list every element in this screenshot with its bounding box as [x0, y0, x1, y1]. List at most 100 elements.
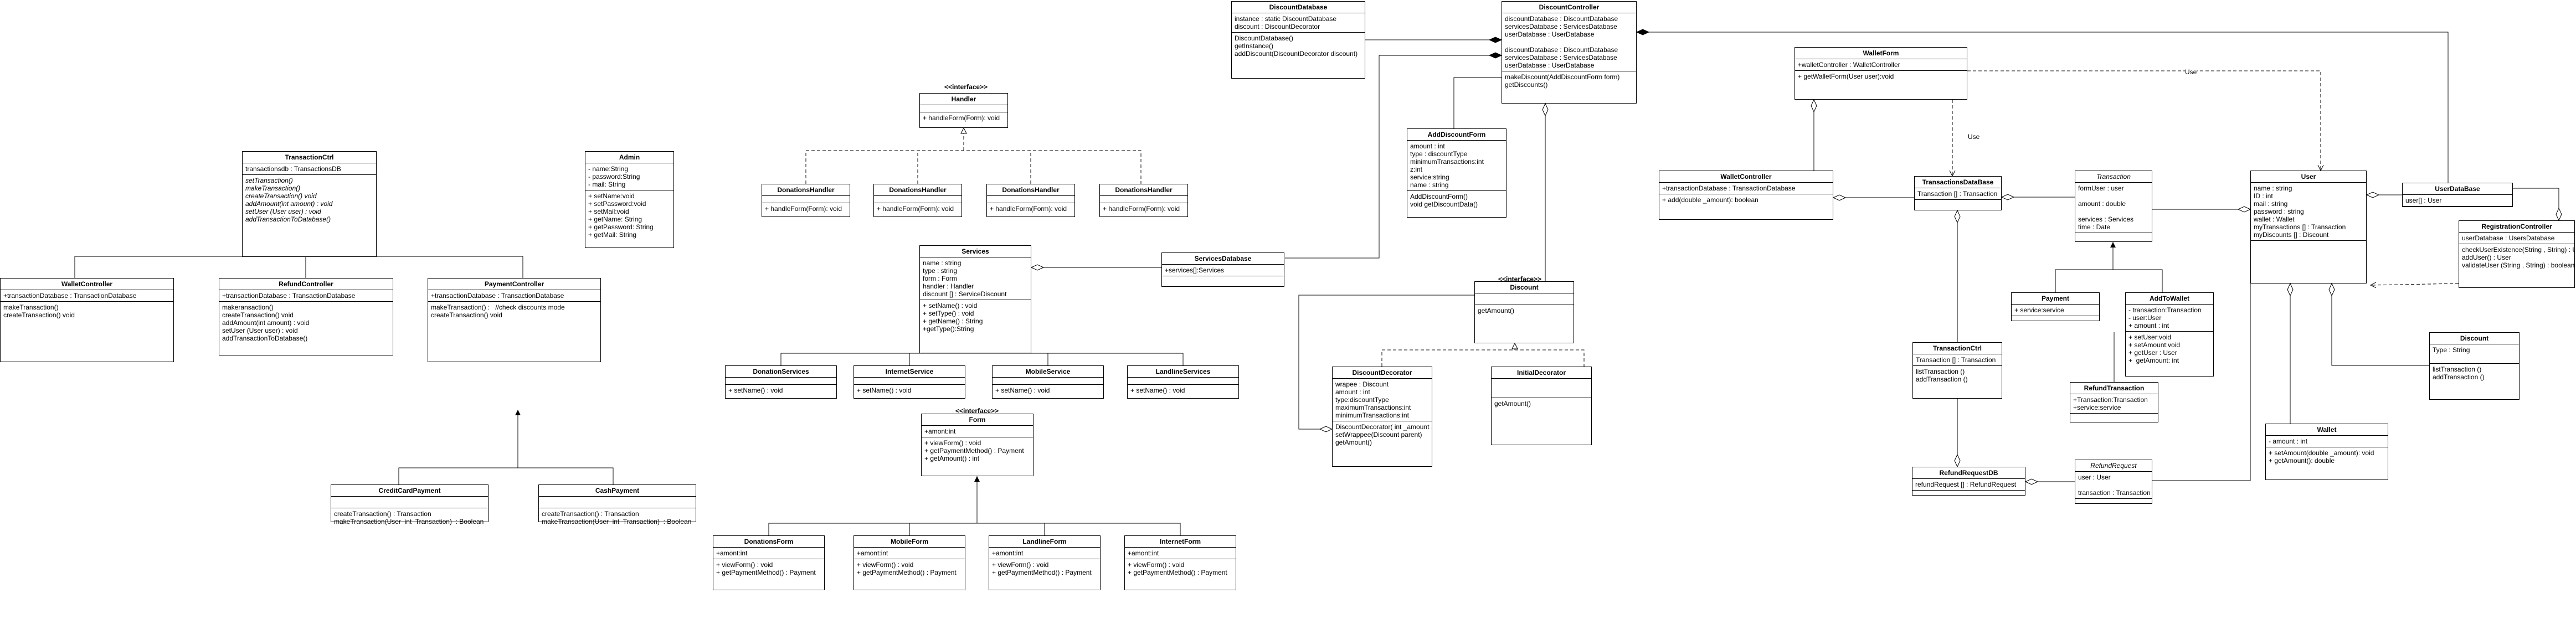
- class-name: DonationsHandler: [874, 184, 961, 196]
- method: + handleForm(Form): void: [877, 205, 954, 213]
- class-donations-handler2[interactable]: DonationsHandler + handleForm(Form): void: [873, 184, 962, 217]
- class-refund-transaction[interactable]: RefundTransaction+Transaction:Transactio…: [2070, 382, 2158, 422]
- method: AddDiscountForm(): [1410, 193, 1468, 200]
- method: createTransaction() : Transaction: [542, 510, 639, 518]
- attribute: discount [] : ServiceDiscount: [923, 290, 1007, 298]
- attribute: form : Form: [923, 275, 957, 282]
- class-donation-services[interactable]: DonationServices+ setName() : void: [725, 365, 837, 399]
- attribute: wallet : Wallet: [2254, 215, 2295, 223]
- class-form[interactable]: Form+amont:int+ viewForm() : void+ getPa…: [921, 414, 1034, 476]
- class-internet-form[interactable]: InternetForm+amont:int+ viewForm() : voi…: [1124, 535, 1236, 590]
- class-name: DiscountController: [1502, 2, 1636, 13]
- class-methods: makeTransaction()createTransaction() voi…: [1, 302, 173, 321]
- class-wallet-form[interactable]: WalletForm+walletController : WalletCont…: [1795, 47, 1967, 100]
- attribute: ID : int: [2254, 192, 2273, 200]
- class-methods: + handleForm(Form): void: [987, 203, 1074, 214]
- method: getAmount(): [1478, 307, 1515, 314]
- class-methods: + add(double _amount): boolean: [1659, 194, 1833, 205]
- method: [2078, 235, 2149, 243]
- class-methods: makeTransaction() : //check discounts mo…: [428, 302, 600, 321]
- connector: [780, 353, 1184, 365]
- method: DiscountDecorator( int _amount ,: [1335, 423, 1432, 431]
- class-donations-handler4[interactable]: DonationsHandler+ handleForm(Form): void: [1099, 184, 1188, 217]
- class-landline-services[interactable]: LandlineServices+ setName() : void: [1127, 365, 1239, 399]
- class-name: DiscountDatabase: [1232, 2, 1365, 13]
- class-name: LandlineForm: [989, 536, 1100, 548]
- class-services-database[interactable]: ServicesDatabase+services[]:Services: [1161, 252, 1284, 287]
- class-payment[interactable]: Payment+ service:service: [2011, 292, 2100, 321]
- class-name: DonationsForm: [713, 536, 824, 548]
- class-admin[interactable]: Admin- name:String- password:String- mai…: [585, 151, 674, 248]
- class-attributes: [1128, 378, 1238, 385]
- attribute: myTransactions [] : Transaction: [2254, 223, 2346, 231]
- method: makeTransaction(User int Transaction) : …: [334, 518, 484, 525]
- class-wallet-controller[interactable]: WalletController+transactionDatabase : T…: [1659, 171, 1833, 220]
- class-refund-controller[interactable]: RefundController+transactionDatabase : T…: [219, 278, 393, 355]
- method: + viewForm() : void: [924, 439, 981, 447]
- class-name: DonationsHandler: [762, 184, 850, 196]
- class-name: RegistrationController: [2459, 221, 2574, 233]
- method: validateUser (String , String) : boolean: [2462, 261, 2574, 269]
- class-landline-form[interactable]: LandlineForm+amont:int+ viewForm() : voi…: [989, 535, 1101, 590]
- attribute: discountDatabase : DiscountDatabase: [1505, 15, 1618, 23]
- method: addTransactionToDatabase(): [222, 334, 308, 342]
- attribute: [2078, 481, 2149, 489]
- method: addTransaction (): [1916, 375, 1968, 383]
- attribute: [542, 498, 693, 506]
- attribute: [2078, 192, 2149, 200]
- class-wallet-controller2[interactable]: WalletController+transactionDatabase : T…: [0, 278, 174, 362]
- class-attributes: [987, 196, 1074, 203]
- class-mobile-form[interactable]: MobileForm+amont:int+ viewForm() : void+…: [853, 535, 965, 590]
- class-wallet[interactable]: Wallet- amount : int+ setAmount(double _…: [2265, 424, 2388, 480]
- class-payment-controller[interactable]: PaymentController+transactionDatabase : …: [428, 278, 601, 362]
- class-donations-form[interactable]: DonationsForm+amont:int+ viewForm() : vo…: [713, 535, 825, 590]
- class-attributes: user[] : User: [2403, 195, 2512, 207]
- class-add-to-wallet[interactable]: AddToWallet- transaction:Transaction- us…: [2125, 292, 2214, 377]
- method: + setMail:void: [588, 208, 629, 215]
- class-methods: + setUser:void+ setAmount:void+ getUser …: [2126, 332, 2213, 366]
- method: makeTransaction() : //check discounts mo…: [431, 303, 565, 311]
- attribute: +walletController : WalletController: [1798, 61, 1900, 69]
- class-donations-handler3[interactable]: DonationsHandler+ handleForm(Form): void: [986, 184, 1075, 217]
- class-donations-handler1[interactable]: DonationsHandler+ handleForm(Form): void: [762, 184, 850, 217]
- class-mobile-service[interactable]: MobileService+ setName() : void: [992, 365, 1104, 399]
- attribute: userDatabase : UsersDatabase: [2462, 234, 2555, 242]
- class-methods: listTransaction ()addTransaction (): [2430, 364, 2519, 383]
- class-name: InternetForm: [1125, 536, 1236, 548]
- class-methods: + setName:void+ setPassword:void+ setMai…: [585, 190, 673, 240]
- class-internet-service[interactable]: InternetService+ setName() : void: [853, 365, 965, 399]
- class-methods: + handleForm(Form): void: [1100, 203, 1187, 214]
- method: + viewForm() : void: [857, 561, 914, 569]
- method: + getName() : String: [923, 317, 983, 325]
- attribute: z:int: [1410, 166, 1423, 173]
- class-discount-controller[interactable]: DiscountController discountDatabase : Dis…: [1502, 1, 1637, 104]
- method: makeTransaction(): [245, 184, 301, 192]
- class-methods: + handleForm(Form): void: [874, 203, 961, 214]
- class-handler[interactable]: Handler+ handleForm(Form): void: [919, 93, 1008, 128]
- method: addUser() : User: [2462, 254, 2511, 261]
- method: + getWalletForm(User user):void: [1798, 73, 1894, 80]
- method: + add(double _amount): boolean: [1662, 196, 1759, 204]
- attribute: type : discountType: [1410, 150, 1468, 158]
- method: + setName() : void: [857, 386, 912, 394]
